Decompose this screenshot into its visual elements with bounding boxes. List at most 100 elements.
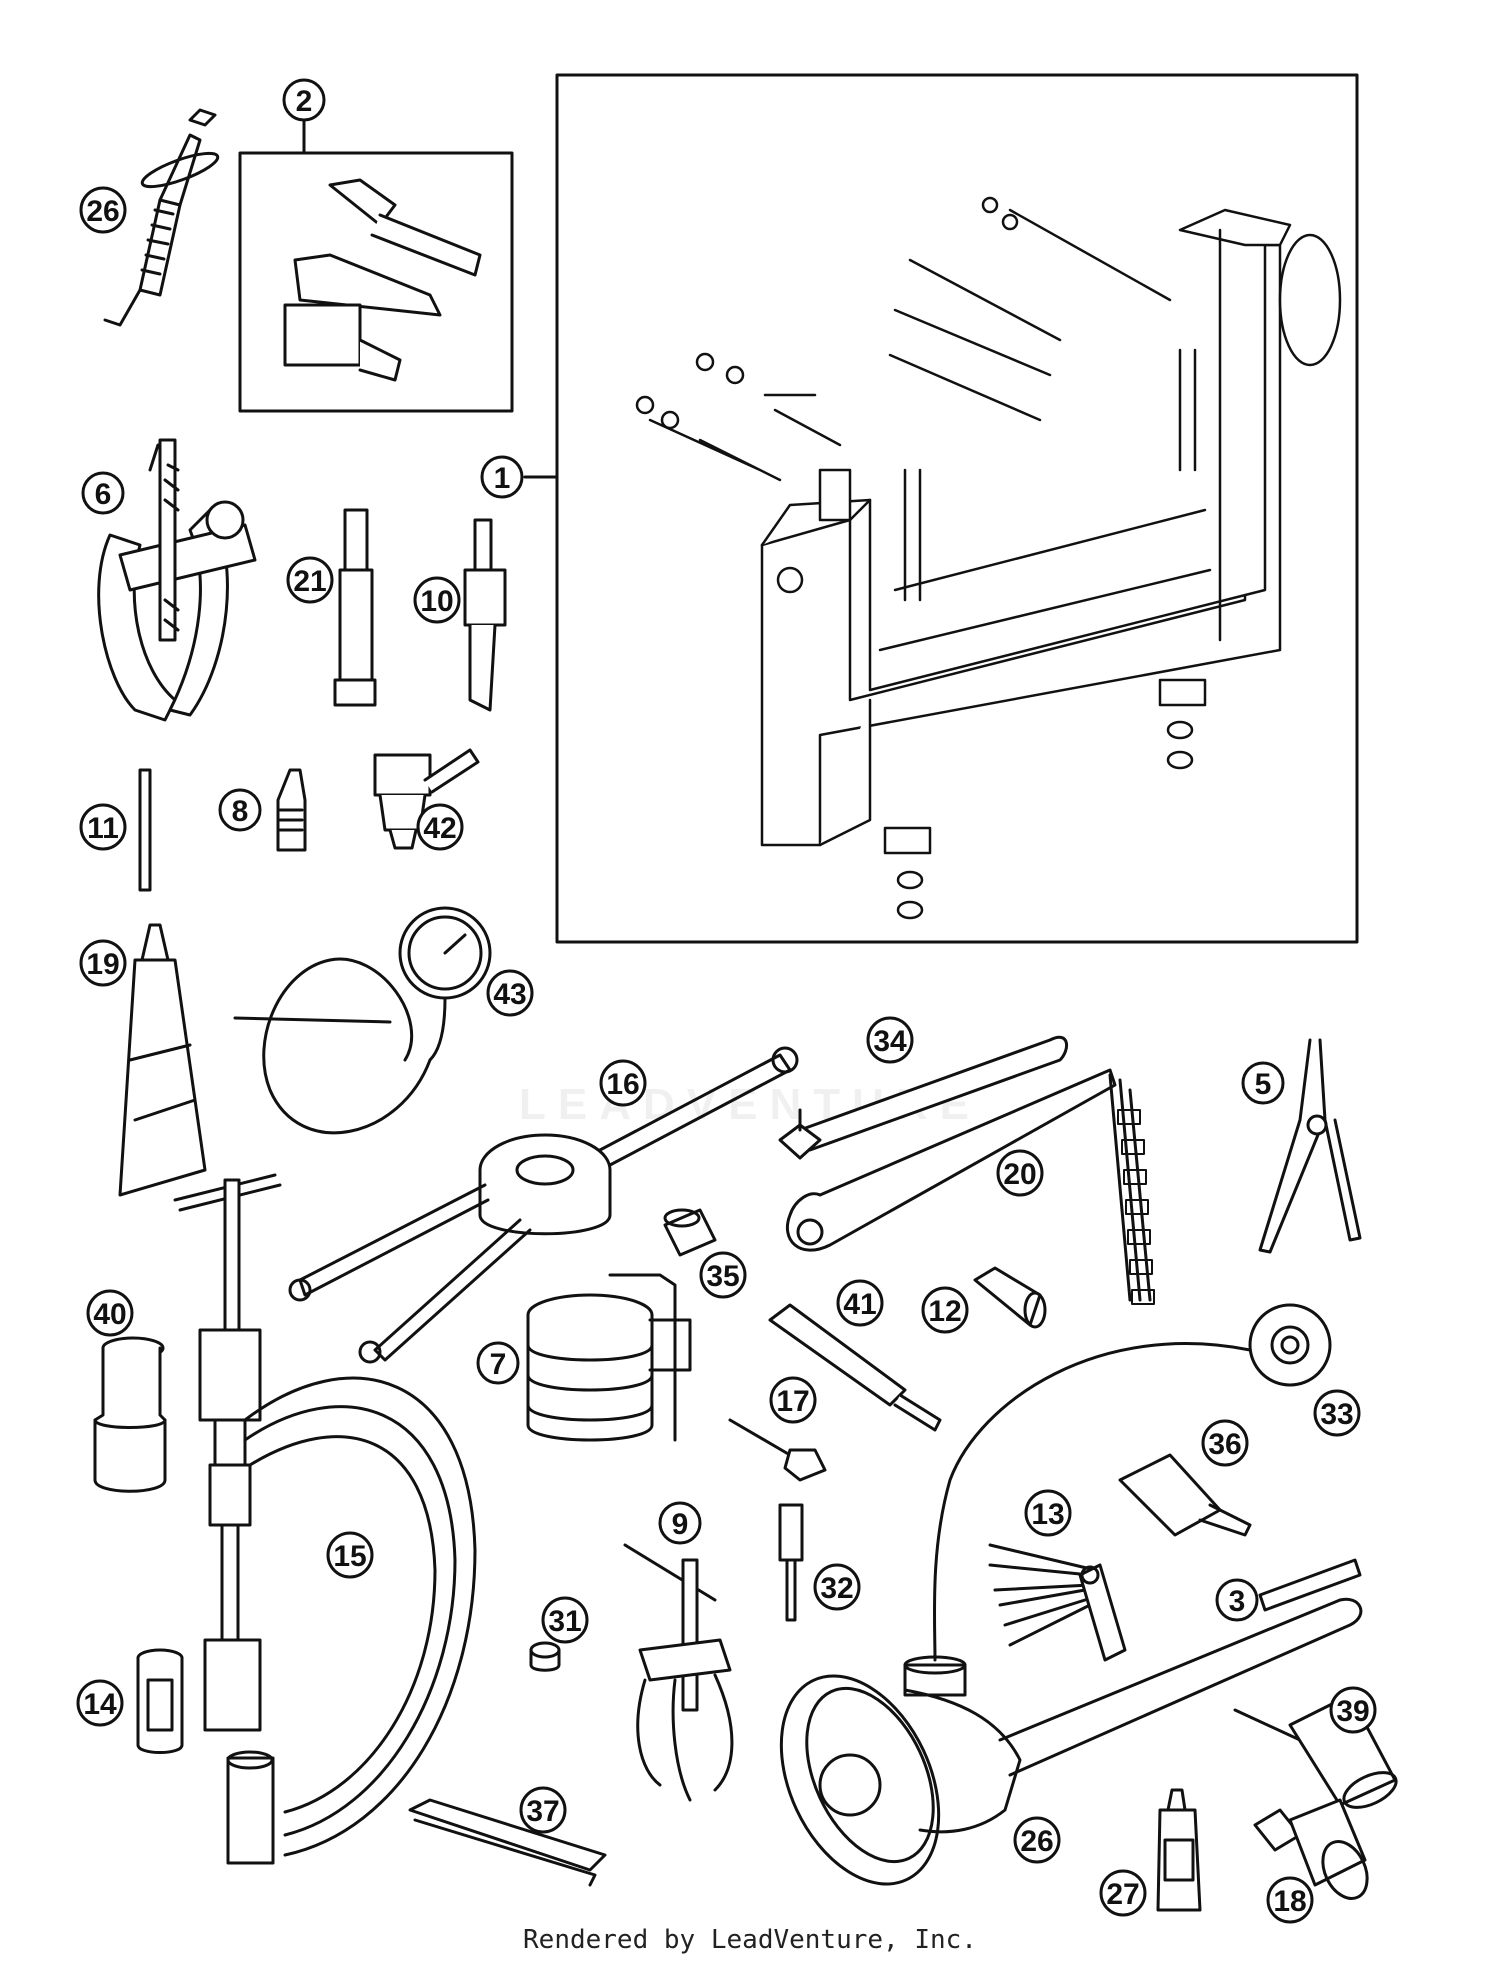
part-39-extractor — [1233, 1693, 1398, 1809]
callout-18: 18 — [1266, 1876, 1314, 1924]
part-43-gauge — [233, 906, 492, 1135]
svg-text:35: 35 — [706, 1260, 739, 1293]
part-9-puller — [623, 1543, 734, 1802]
callout-21: 21 — [286, 556, 334, 604]
part-10-adapter — [463, 518, 507, 712]
part-2-kit — [238, 118, 514, 413]
svg-text:27: 27 — [1106, 1878, 1139, 1911]
svg-text:6: 6 — [95, 478, 112, 511]
part-15-compressor — [173, 1173, 477, 1865]
callout-5: 5 — [1241, 1061, 1285, 1105]
callout-6: 6 — [81, 471, 125, 515]
callout-41: 41 — [836, 1279, 884, 1327]
part-11-rod — [138, 768, 152, 892]
part-34-wrench — [778, 1036, 1069, 1160]
callout-1: 1 — [480, 455, 524, 499]
part-41-tool — [768, 1303, 942, 1432]
callout-26-holder: 26 — [1013, 1816, 1061, 1864]
callout-3: 3 — [1215, 1578, 1259, 1622]
callout-35: 35 — [699, 1251, 747, 1299]
part-17-screw — [728, 1418, 827, 1482]
footer-credit: Rendered by LeadVenture, Inc. — [523, 1925, 977, 1955]
svg-text:20: 20 — [1003, 1158, 1036, 1191]
part-28-holder — [779, 1597, 1363, 1886]
part-38-driver — [1118, 1453, 1252, 1537]
part-18-adapter — [1253, 1798, 1369, 1900]
callout-15: 15 — [326, 1531, 374, 1579]
svg-text:19: 19 — [86, 948, 119, 981]
svg-text:5: 5 — [1255, 1068, 1272, 1101]
callout-16: 16 — [599, 1059, 647, 1107]
part-33-dial — [903, 1303, 1332, 1697]
part-19-tube — [118, 923, 207, 1197]
svg-text:40: 40 — [93, 1298, 126, 1331]
callout-14: 14 — [76, 1679, 124, 1727]
part-27-bottle — [1156, 1788, 1202, 1912]
part-6-puller — [97, 438, 257, 722]
part-20-holder — [785, 1068, 1155, 1305]
callout-26-syringe: 26 — [79, 186, 127, 234]
svg-text:2: 2 — [296, 85, 313, 118]
part-21-pin — [333, 508, 377, 707]
callout-19: 19 — [79, 939, 127, 987]
svg-text:21: 21 — [293, 565, 326, 598]
part-42-valve — [373, 748, 480, 850]
callout-42: 42 — [416, 803, 464, 851]
svg-text:14: 14 — [83, 1688, 117, 1721]
part-40-socket — [93, 1336, 167, 1493]
callout-10: 10 — [413, 576, 461, 624]
part-engine-stand — [523, 73, 1359, 944]
part-37-bar — [408, 1798, 607, 1887]
callout-20: 20 — [996, 1149, 1044, 1197]
part-26-syringe — [103, 108, 220, 327]
part-32-pin — [778, 1503, 804, 1622]
callout-circles: 1 2 3 5 6 7 8 9 — [76, 78, 1377, 1924]
svg-text:34: 34 — [873, 1025, 907, 1058]
svg-text:8: 8 — [232, 795, 249, 828]
part-8-insert — [276, 768, 307, 852]
svg-text:15: 15 — [333, 1540, 366, 1573]
part-12-cone — [973, 1266, 1047, 1329]
svg-text:7: 7 — [490, 1348, 507, 1381]
part-3-plate — [1258, 1558, 1362, 1612]
callout-12: 12 — [921, 1286, 969, 1334]
callout-36: 36 — [1201, 1419, 1249, 1467]
callout-2: 2 — [282, 78, 326, 122]
callout-31: 31 — [541, 1596, 589, 1644]
svg-text:31: 31 — [548, 1605, 581, 1638]
callout-33: 33 — [1313, 1389, 1361, 1437]
svg-text:41: 41 — [843, 1288, 876, 1321]
svg-text:17: 17 — [776, 1385, 809, 1418]
part-5-pliers — [1258, 1038, 1362, 1254]
part-13-feeler — [988, 1543, 1127, 1662]
svg-text:13: 13 — [1031, 1498, 1064, 1531]
part-7-compressor — [526, 1273, 692, 1442]
callout-17: 17 — [769, 1376, 817, 1424]
callout-34: 34 — [866, 1016, 914, 1064]
svg-text:9: 9 — [672, 1508, 689, 1541]
svg-text:12: 12 — [928, 1295, 961, 1328]
svg-text:26: 26 — [86, 195, 119, 228]
svg-text:11: 11 — [87, 812, 119, 845]
callout-32: 32 — [813, 1563, 861, 1611]
svg-text:42: 42 — [423, 812, 456, 845]
callout-40: 40 — [86, 1289, 134, 1337]
callout-8: 8 — [218, 788, 262, 832]
svg-text:16: 16 — [606, 1068, 639, 1101]
svg-text:36: 36 — [1208, 1428, 1241, 1461]
svg-text:10: 10 — [420, 585, 453, 618]
part-16-puller — [288, 1046, 799, 1364]
svg-text:33: 33 — [1320, 1398, 1353, 1431]
svg-text:26: 26 — [1020, 1825, 1053, 1858]
part-14-cage — [136, 1648, 184, 1754]
svg-text:39: 39 — [1336, 1695, 1369, 1728]
svg-text:43: 43 — [493, 978, 526, 1011]
callout-37: 37 — [519, 1786, 567, 1834]
callout-7: 7 — [476, 1341, 520, 1385]
part-31-plug — [529, 1641, 561, 1672]
svg-text:32: 32 — [820, 1572, 853, 1605]
svg-text:18: 18 — [1273, 1885, 1306, 1918]
svg-text:1: 1 — [494, 462, 511, 495]
callout-11: 11 — [79, 803, 127, 851]
